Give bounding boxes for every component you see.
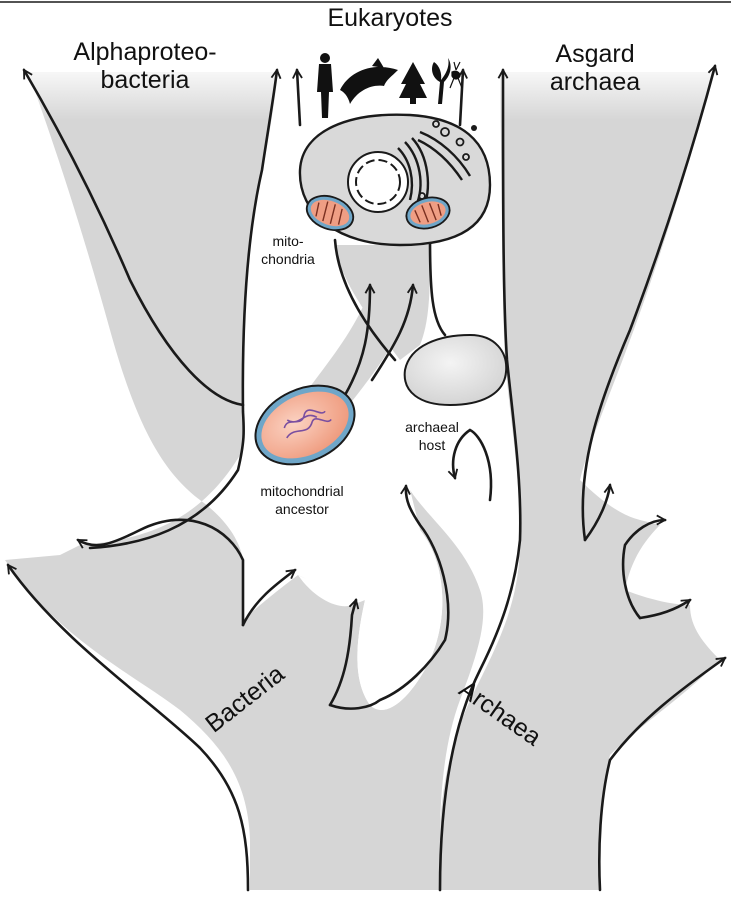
tree-outlines (6, 66, 725, 892)
eukaryote-organisms (317, 53, 463, 118)
mitochondria-stem (300, 290, 415, 410)
dolphin-icon (340, 58, 398, 104)
label-mitochondria: mito- chondria (261, 233, 315, 268)
mitochondrion-right-icon (405, 196, 451, 230)
plant-icon (432, 58, 451, 104)
insect-icon (449, 61, 463, 89)
label-asgard-archaea: Asgard archaea (549, 40, 641, 96)
label-eukaryotes: Eukaryotes (327, 4, 453, 32)
label-alphaproteobacteria: Alphaproteo- bacteria (73, 38, 217, 94)
label-archaeal-host: archaeal host (405, 419, 459, 454)
label-mitochondrial-ancestor: mitochondrial ancestor (260, 483, 344, 518)
human-silhouette-icon (317, 53, 333, 118)
eukaryotic-cell (298, 113, 492, 247)
mitochondrion-left-icon (305, 194, 355, 232)
trunk-gap (298, 490, 443, 710)
tree-icon (399, 62, 427, 104)
chromosome-icon (283, 409, 332, 439)
archaeal-host-cell (403, 333, 508, 407)
mitochondrial-ancestor-cell (254, 384, 356, 466)
bacteria-trunk (5, 72, 484, 890)
